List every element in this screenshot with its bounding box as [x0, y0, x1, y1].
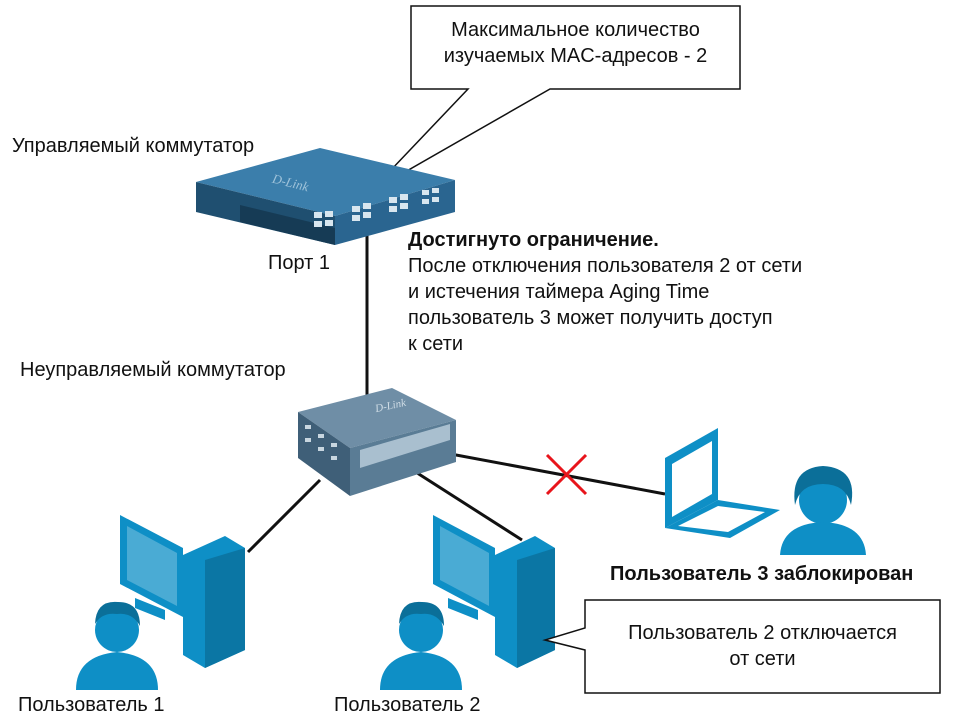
- user2-disconnect-text: Пользователь 2 отключается от сети: [586, 620, 939, 672]
- max-mac-callout: [369, 5, 741, 193]
- user3-laptop-icon: [665, 428, 780, 538]
- limit-line1: После отключения пользователя 2 от сети: [408, 255, 803, 277]
- managed-switch-label: Управляемый коммутатор: [12, 135, 255, 157]
- user2-link: [399, 460, 523, 542]
- limit-note: Достигнуто ограничение. После отключения…: [408, 227, 802, 357]
- unmanaged-switch-label: Неуправляемый коммутатор: [20, 359, 286, 381]
- limit-title: Достигнуто ограничение.: [408, 229, 659, 251]
- user1-computer-icon: [120, 515, 245, 668]
- user3-person-icon: [780, 466, 866, 555]
- limit-line3: пользователь 3 может получить доступ: [408, 307, 773, 329]
- user1-link: [246, 478, 322, 554]
- user3-blocked-label: Пользователь 3 заблокирован: [610, 563, 914, 585]
- max-mac-line2: изучаемых MAC-адресов - 2: [443, 45, 708, 67]
- user2-disconnect-line2: от сети: [729, 648, 796, 670]
- unmanaged-switch-icon: [298, 388, 456, 496]
- port1-label: Порт 1: [268, 252, 331, 274]
- limit-line2: и истечения таймера Aging Time: [408, 281, 710, 303]
- limit-line4: к сети: [408, 333, 464, 355]
- user1-label: Пользователь 1: [18, 694, 165, 716]
- user2-disconnect-callout: [542, 599, 941, 694]
- user2-person-icon: [380, 601, 462, 690]
- max-mac-callout-text: Максимальное количество изучаемых MAC-ад…: [412, 17, 739, 69]
- user2-disconnect-line1: Пользователь 2 отключается: [628, 622, 897, 644]
- max-mac-line1: Максимальное количество: [451, 19, 700, 41]
- user2-label: Пользователь 2: [334, 694, 481, 716]
- user3-link: [439, 450, 666, 496]
- blocked-cross-icon: [545, 453, 588, 496]
- managed-switch-icon: [196, 148, 455, 245]
- user2-computer-icon: [433, 515, 555, 668]
- user1-person-icon: [76, 601, 158, 690]
